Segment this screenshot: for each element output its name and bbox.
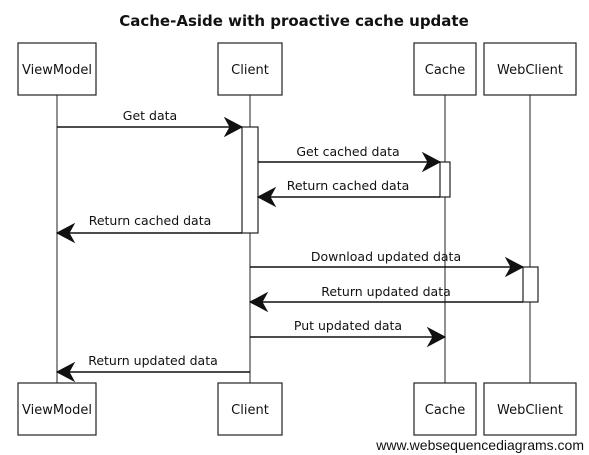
activation-cache-1 [439, 161, 451, 198]
footer-credit: www.websequencediagrams.com [375, 437, 584, 453]
message-arrowhead-6 [248, 291, 269, 313]
message-arrowhead-7 [426, 326, 447, 348]
message-arrowhead-4 [55, 222, 76, 244]
activation-webclient-2 [522, 266, 539, 303]
message-label-8: Return updated data [88, 353, 218, 368]
participant-viewmodel-top-box [17, 42, 97, 96]
message-label-3: Return cached data [287, 178, 410, 193]
participant-cache-bottom-label: Cache [425, 403, 465, 418]
message-arrowhead-5 [504, 256, 525, 278]
participant-webclient-bottom-label: WebClient [497, 403, 563, 418]
participant-cache-top-label: Cache [425, 63, 465, 78]
participant-viewmodel-bottom-box [17, 382, 97, 436]
message-arrowhead-3 [256, 186, 277, 208]
participant-client-bottom-label: Client [231, 403, 269, 418]
participant-cache-bottom-box [413, 382, 477, 436]
message-arrowhead-8 [55, 361, 76, 383]
participant-webclient-bottom-box [483, 382, 577, 436]
participant-webclient-top-label: WebClient [497, 63, 563, 78]
message-label-7: Put updated data [294, 318, 402, 333]
participant-client-top-label: Client [231, 63, 269, 78]
message-label-1: Get data [123, 108, 177, 123]
participant-cache-top-box [413, 42, 477, 96]
participant-webclient-top-box [483, 42, 577, 96]
participant-viewmodel-bottom-label: ViewModel [22, 403, 92, 418]
message-label-4: Return cached data [89, 213, 212, 228]
message-arrowhead-2 [421, 151, 442, 173]
message-label-5: Download updated data [311, 249, 461, 264]
participant-client-bottom-box [217, 382, 283, 436]
activation-client-0 [241, 126, 259, 234]
message-label-6: Return updated data [321, 284, 451, 299]
participant-viewmodel-top-label: ViewModel [22, 63, 92, 78]
diagram-title: Cache-Aside with proactive cache update [119, 12, 469, 30]
participant-client-top-box [217, 42, 283, 96]
message-arrowhead-1 [223, 116, 244, 138]
message-label-2: Get cached data [296, 144, 399, 159]
